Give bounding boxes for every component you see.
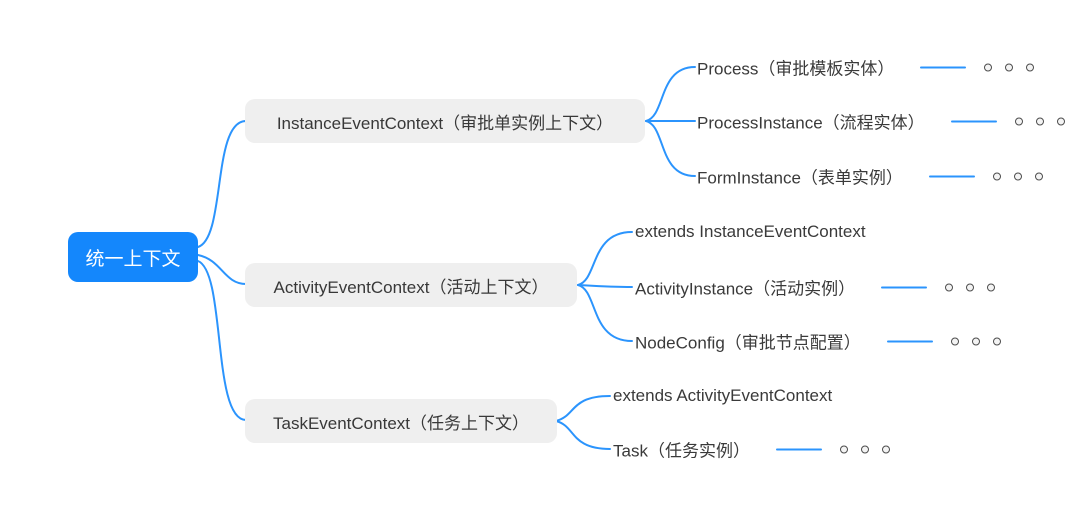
ellipsis-node[interactable] xyxy=(839,445,890,453)
leaf-label: Process（审批模板实体） xyxy=(697,59,895,79)
branch-node-task-event-context[interactable]: TaskEventContext（任务上下文） xyxy=(245,399,557,443)
edge-root-branch2 xyxy=(197,254,247,285)
leaf-node-extends-instance-event-context[interactable]: extends InstanceEventContext xyxy=(635,222,866,242)
connector-line xyxy=(928,175,975,177)
leaf-node-extends-activity-event-context[interactable]: extends ActivityEventContext xyxy=(613,386,832,406)
connector-line xyxy=(775,448,822,450)
edge-branch3-child1 xyxy=(555,395,611,422)
edge-branch2-child2 xyxy=(577,284,633,288)
leaf-node-process[interactable]: Process（审批模板实体） xyxy=(697,55,1035,80)
leaf-node-node-config[interactable]: NodeConfig（审批节点配置） xyxy=(635,329,1001,354)
branch-node-instance-event-context[interactable]: InstanceEventContext（审批单实例上下文） xyxy=(245,99,645,143)
connector-line xyxy=(881,286,928,288)
leaf-node-form-instance[interactable]: FormInstance（表单实例） xyxy=(697,164,1043,189)
ellipsis-node[interactable] xyxy=(984,63,1035,71)
leaf-label: ActivityInstance（活动实例） xyxy=(635,279,856,299)
leaf-label: NodeConfig（审批节点配置） xyxy=(635,333,861,353)
edge-root-branch3 xyxy=(197,260,247,421)
leaf-node-task[interactable]: Task（任务实例） xyxy=(613,437,890,462)
edge-branch2-child3 xyxy=(577,284,633,342)
leaf-node-process-instance[interactable]: ProcessInstance（流程实体） xyxy=(697,109,1065,134)
edge-branch3-child2 xyxy=(555,420,611,450)
ellipsis-node[interactable] xyxy=(945,283,996,291)
leaf-label: Task（任务实例） xyxy=(613,441,750,461)
edge-branch2-child1 xyxy=(577,231,633,286)
ellipsis-node[interactable] xyxy=(1014,117,1065,125)
leaf-label: extends InstanceEventContext xyxy=(635,222,866,241)
connector-line xyxy=(886,340,933,342)
ellipsis-node[interactable] xyxy=(992,172,1043,180)
connector-line xyxy=(950,120,997,122)
leaf-label: ProcessInstance（流程实体） xyxy=(697,113,925,133)
leaf-node-activity-instance[interactable]: ActivityInstance（活动实例） xyxy=(635,275,996,300)
edge-branch1-child1 xyxy=(645,66,696,122)
leaf-label: extends ActivityEventContext xyxy=(613,386,833,405)
ellipsis-node[interactable] xyxy=(950,337,1001,345)
root-node[interactable]: 统一上下文 xyxy=(68,232,198,282)
edge-branch1-child3 xyxy=(645,120,696,177)
leaf-label: FormInstance（表单实例） xyxy=(697,168,903,188)
branch-node-activity-event-context[interactable]: ActivityEventContext（活动上下文） xyxy=(245,263,577,307)
connector-line xyxy=(920,66,967,68)
edge-root-branch1 xyxy=(197,120,247,248)
